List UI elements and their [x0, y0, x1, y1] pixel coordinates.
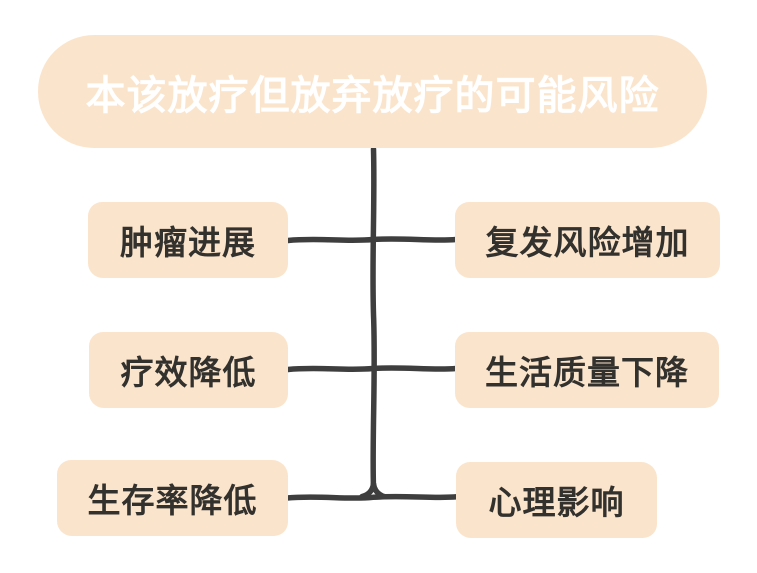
node-quality-of-life-decline: 生活质量下降 — [455, 332, 719, 408]
trunk-merge-right — [370, 481, 388, 500]
diagram-title: 本该放疗但放弃放疗的可能风险 — [85, 73, 660, 118]
trunk-merge-left — [359, 481, 377, 500]
node-label: 疗效降低 — [120, 354, 257, 391]
node-label: 生活质量下降 — [485, 354, 689, 391]
node-psychological-impact: 心理影响 — [456, 462, 657, 538]
trunk-line — [370, 146, 377, 491]
node-label: 心理影响 — [488, 484, 625, 521]
node-tumor-progression: 肿瘤进展 — [88, 202, 288, 278]
node-lower-survival-rate: 生存率降低 — [57, 460, 288, 536]
branch-line-row3 — [284, 493, 460, 501]
branch-line-row2 — [285, 365, 459, 373]
node-label: 复发风险增加 — [485, 224, 690, 261]
branch-line-row1 — [285, 236, 459, 244]
node-label: 肿瘤进展 — [120, 224, 256, 261]
node-reduced-efficacy: 疗效降低 — [89, 332, 288, 408]
node-increased-recurrence-risk: 复发风险增加 — [455, 202, 720, 278]
node-label: 生存率降低 — [87, 482, 258, 519]
title-banner: 本该放疗但放弃放疗的可能风险 — [38, 35, 707, 148]
